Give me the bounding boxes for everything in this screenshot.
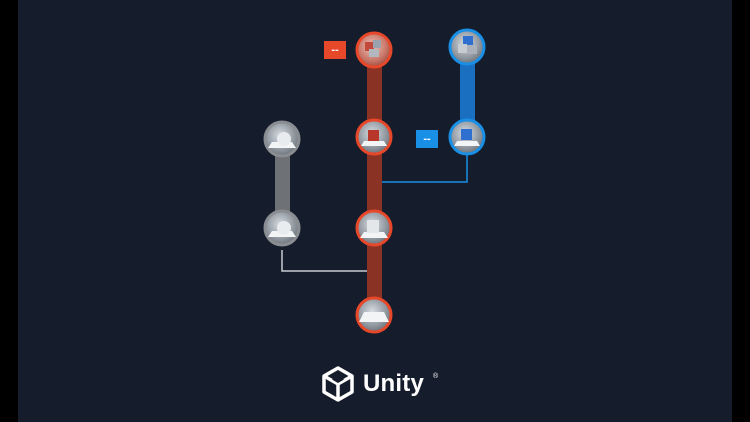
commit-node-red-3[interactable] — [355, 209, 393, 247]
unity-cube-icon — [322, 366, 354, 402]
commit-node-gray-top[interactable] — [263, 120, 301, 158]
unity-wordmark: Unity — [363, 370, 424, 397]
branch-bar-blue — [460, 48, 475, 138]
branch-bar-red — [367, 52, 382, 315]
commit-node-blue-top[interactable] — [448, 28, 486, 66]
commit-node-gray-2[interactable] — [263, 209, 301, 247]
commit-node-red-2[interactable] — [355, 118, 393, 156]
diagram-canvas: -- -- Unity ® — [18, 0, 732, 422]
plane-icon — [359, 312, 389, 322]
branch-tag-blue[interactable]: -- — [416, 130, 438, 148]
cube-on-plane-icon — [361, 130, 387, 146]
commit-node-red-top[interactable] — [355, 31, 393, 69]
branch-diagram — [263, 28, 486, 334]
branch-tag-red[interactable]: -- — [324, 41, 346, 59]
merge-line-gray — [281, 250, 376, 300]
branch-bar-gray — [275, 140, 290, 228]
registered-mark: ® — [433, 372, 439, 380]
sphere-on-plane-icon — [268, 132, 296, 148]
cube-on-plane-icon — [454, 129, 480, 146]
commit-node-red-base[interactable] — [355, 296, 393, 334]
sphere-on-plane-icon — [268, 221, 296, 237]
cube-scene-icon — [458, 36, 477, 54]
cube-on-plane-icon — [360, 220, 388, 238]
commit-node-blue-2[interactable] — [448, 118, 486, 156]
cube-scene-icon — [365, 40, 381, 57]
unity-logo: Unity ® — [321, 364, 438, 404]
